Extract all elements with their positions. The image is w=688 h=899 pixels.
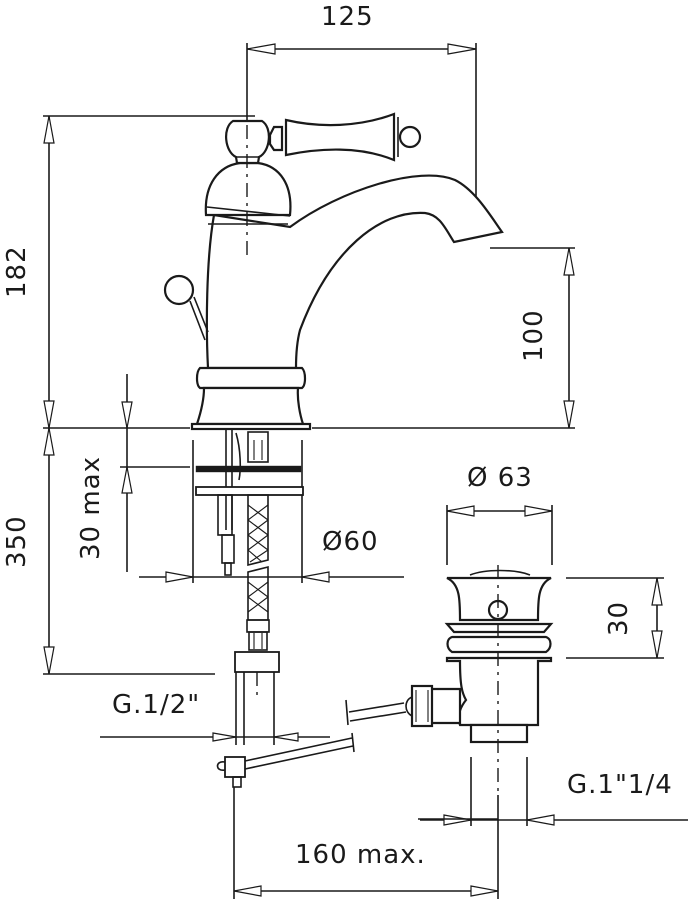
waste-assembly <box>405 565 554 795</box>
label-spout-reach: 125 <box>321 2 374 32</box>
label-deck-thickness: 30 max <box>76 456 106 560</box>
faucet-body <box>163 112 504 431</box>
dimension-spout-height <box>490 247 575 429</box>
dimension-hose-length <box>43 427 215 675</box>
label-waste-height: 30 <box>604 600 634 636</box>
fixing-assembly <box>195 430 304 745</box>
dimension-deck-thickness <box>120 374 190 572</box>
popup-rod <box>216 699 407 899</box>
dimension-inlet-thread <box>100 732 330 742</box>
label-base-diameter: Ø60 <box>322 527 379 557</box>
label-hose-length: 350 <box>2 515 32 568</box>
label-rod-length: 160 max. <box>295 840 426 870</box>
dimension-waste-height <box>566 577 664 659</box>
dimension-waste-diameter <box>446 505 553 565</box>
label-waste-diameter: Ø 63 <box>467 463 533 493</box>
label-spout-height: 100 <box>519 309 549 362</box>
dimension-base-diameter <box>139 440 404 583</box>
label-waste-thread: G.1"1/4 <box>567 770 673 800</box>
label-overall-height: 182 <box>2 245 32 298</box>
dimension-rod-length <box>233 795 499 899</box>
dimension-waste-thread <box>420 757 688 826</box>
dimension-overall-height <box>43 115 255 429</box>
label-inlet-thread: G.1/2" <box>112 690 201 720</box>
